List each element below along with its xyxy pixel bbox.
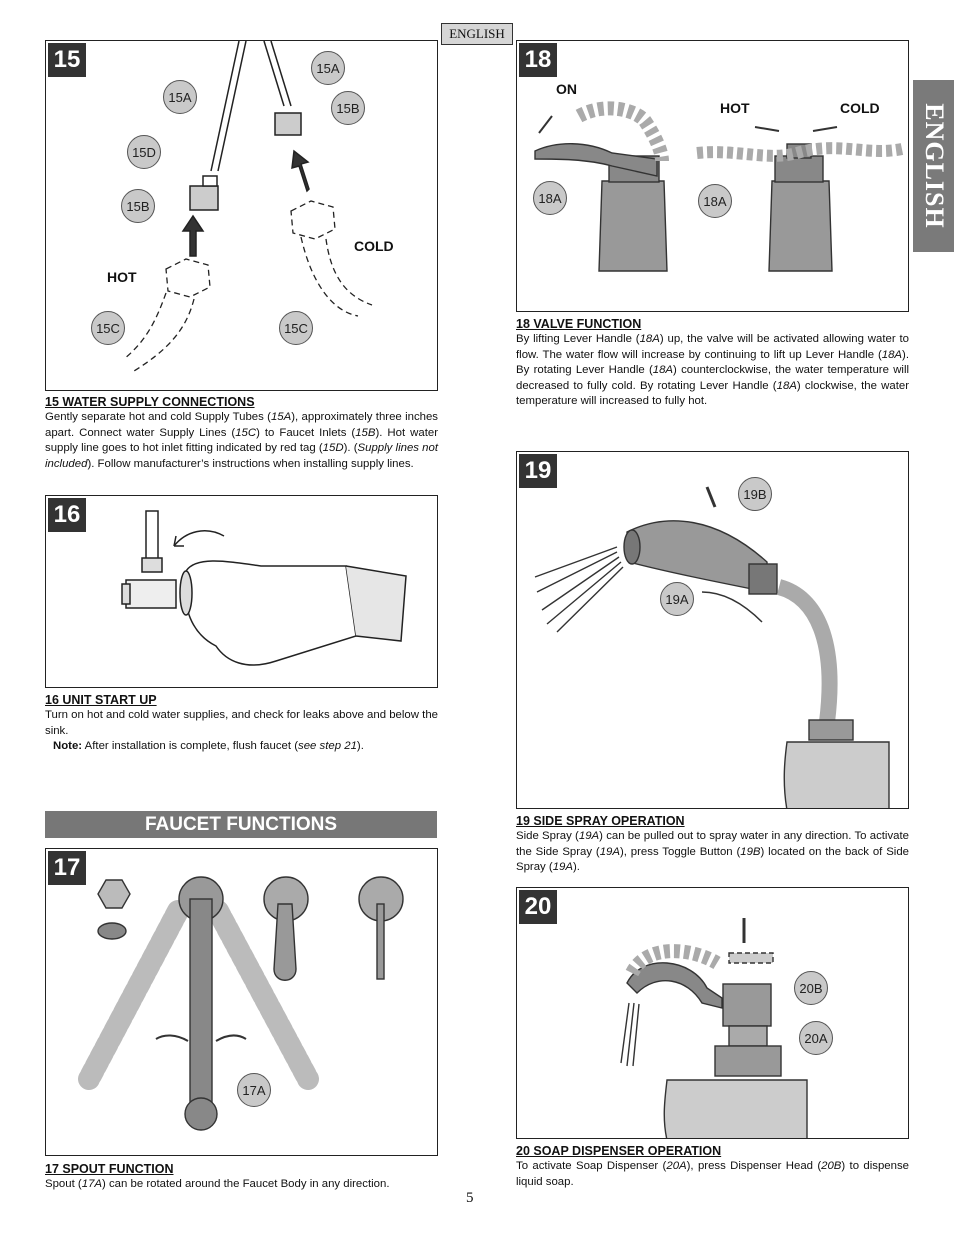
section-heading-faucet-functions: FAUCET FUNCTIONS (45, 811, 437, 838)
callout-15b-right: 15B (331, 91, 365, 125)
step-number: 20 (519, 890, 557, 924)
step-number: 17 (48, 851, 86, 885)
step-15-text: 15 WATER SUPPLY CONNECTIONS Gently separ… (45, 395, 438, 472)
step-17-title: 17 SPOUT FUNCTION (45, 1162, 174, 1176)
callout-15c-right: 15C (279, 311, 313, 345)
step-18-title: 18 VALVE FUNCTION (516, 317, 642, 331)
callout-18a-right: 18A (698, 184, 732, 218)
step-number: 19 (519, 454, 557, 488)
step-17-illustration: 17 17A (45, 848, 438, 1156)
cold-label: COLD (840, 100, 880, 116)
side-spray-drawing (534, 486, 890, 808)
callout-15d: 15D (127, 135, 161, 169)
step-18-illustration: 18 18A 18A ON HOT COLD (516, 40, 909, 312)
step-18-body: By lifting Lever Handle (18A) up, the va… (516, 333, 910, 407)
step-20-text: 20 SOAP DISPENSER OPERATION To activate … (516, 1144, 909, 1190)
step-16-illustration: 16 (45, 495, 438, 688)
callout-15a-right: 15A (311, 51, 345, 85)
callout-15c-left: 15C (91, 311, 125, 345)
callout-20b: 20B (794, 971, 828, 1005)
callout-20a: 20A (799, 1021, 833, 1055)
callout-15b-left: 15B (121, 189, 155, 223)
callout-17a: 17A (237, 1073, 271, 1107)
callout-18a-left: 18A (533, 181, 567, 215)
soap-dispenser-drawing (620, 918, 808, 1138)
language-side-tab: ENGLISH (913, 80, 954, 252)
step-19-illustration: 19 19B 19A (516, 451, 909, 809)
valve-function-drawing (534, 101, 904, 272)
step-17-body: Spout (17A) can be rotated around the Fa… (45, 1178, 390, 1190)
step-16-text: 16 UNIT START UP Turn on hot and cold wa… (45, 693, 438, 755)
step-16-note: Note: After installation is complete, fl… (45, 739, 438, 755)
step-number: 15 (48, 43, 86, 77)
step-19-text: 19 SIDE SPRAY OPERATION Side Spray (19A)… (516, 814, 909, 876)
callout-19a: 19A (660, 582, 694, 616)
hot-label: HOT (107, 269, 137, 285)
step-15-title: 15 WATER SUPPLY CONNECTIONS (45, 395, 255, 409)
step-number: 16 (48, 498, 86, 532)
step-16-body: Turn on hot and cold water supplies, and… (45, 709, 438, 737)
hot-label: HOT (720, 100, 750, 116)
note-label: Note: (53, 740, 83, 752)
step-19-body: Side Spray (19A) can be pulled out to sp… (516, 830, 909, 873)
step-16-title: 16 UNIT START UP (45, 693, 157, 707)
spout-function-drawing (78, 876, 404, 1131)
side-tab-label: ENGLISH (919, 103, 949, 229)
step-number: 18 (519, 43, 557, 77)
step-15-body: Gently separate hot and cold Supply Tube… (45, 411, 439, 470)
note-body: After installation is complete, flush fa… (82, 740, 364, 752)
step-18-text: 18 VALVE FUNCTION By lifting Lever Handl… (516, 317, 909, 410)
step-15-illustration: 15 15A 15A 15B 15D 15B 15C 15C HOT COLD (45, 40, 438, 391)
step-19-title: 19 SIDE SPRAY OPERATION (516, 814, 685, 828)
language-label: ENGLISH (441, 23, 513, 45)
page-number: 5 (466, 1190, 474, 1206)
step-20-body: To activate Soap Dispenser (20A), press … (516, 1160, 910, 1188)
step-20-illustration: 20 20B 20A (516, 887, 909, 1139)
on-label: ON (556, 81, 577, 97)
step-17-text: 17 SPOUT FUNCTION Spout (17A) can be rot… (45, 1162, 438, 1193)
step-20-title: 20 SOAP DISPENSER OPERATION (516, 1144, 722, 1158)
callout-15a-left: 15A (163, 80, 197, 114)
unit-start-up-drawing (121, 510, 407, 666)
cold-label: COLD (354, 238, 394, 254)
callout-19b: 19B (738, 477, 772, 511)
supply-connections-drawing (123, 41, 373, 372)
